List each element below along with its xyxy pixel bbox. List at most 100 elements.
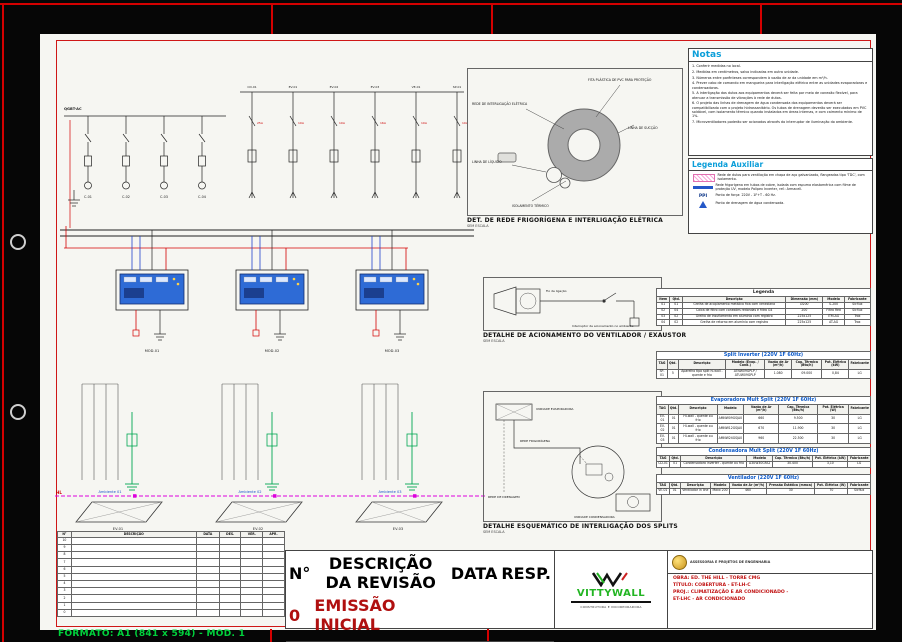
aux-legend-item: PPI Ponto de força: 220V - 1F+T - 60 Hz. xyxy=(693,193,868,198)
sheet-format-label: FORMATO: A1 (841 x 594) - MOD. 1 xyxy=(58,629,246,639)
distribution-linework xyxy=(240,91,464,199)
feeder-tag-label: VE-01 xyxy=(412,85,421,89)
column-header: Fabricante xyxy=(848,404,871,415)
frame-tick xyxy=(491,5,493,34)
note-item: 5. A interligação dos dutos aos equipame… xyxy=(692,91,858,100)
label-fio-ligacao: Fio de ligação xyxy=(546,289,567,293)
detail-fan-box: Fio de ligação Interruptor de acionament… xyxy=(483,277,662,331)
notes-panel: Notas 1. Conferir medidas no local.2. Me… xyxy=(688,48,873,156)
module-tag-label: MOD-01 xyxy=(145,349,160,353)
table-cell xyxy=(240,536,264,546)
evaporator-group: Ambiente 02 EV-02 xyxy=(215,383,303,531)
table-cell: 01 xyxy=(667,423,680,435)
frame-tick xyxy=(487,629,489,642)
cond-table-title: Condensadora Mult Split (220V 1F 60Hz) xyxy=(656,447,871,455)
table-cell xyxy=(500,595,552,635)
table-cell: 1 xyxy=(57,601,72,610)
codigo-line: ET-LHC - AR CONDICIONADO xyxy=(673,596,746,602)
controller-module: MOD-03 xyxy=(355,230,429,353)
label-rede-eletrica: REDE DE INTERLIGAÇÃO ELÉTRICA xyxy=(472,101,528,106)
label-rede-drenagem: REDE DE DRENAGEM xyxy=(488,495,520,499)
table-cell xyxy=(218,587,242,596)
table-cell: Trox xyxy=(843,319,872,327)
table-cell xyxy=(262,558,285,567)
table-cell: 670 xyxy=(743,423,780,435)
feeder-tag-label: SP-01 xyxy=(453,85,462,89)
projeto-line: PROJ.: CLIMATIZAÇÃO E AR CONDICIONADO - xyxy=(673,589,789,595)
module-tag-label: MOD-03 xyxy=(385,349,400,353)
table-cell xyxy=(70,558,197,567)
table-cell xyxy=(262,608,285,617)
column-header: RESP. xyxy=(501,563,551,583)
column-header: Fabricante xyxy=(848,359,871,370)
table-cell: 4 xyxy=(57,579,72,589)
table-cell xyxy=(195,565,220,574)
table-cell xyxy=(218,579,242,589)
table-cell xyxy=(240,572,264,581)
caption-text: DETALHE ESQUEMÁTICO DE INTERLIGAÇÃO DOS … xyxy=(483,523,678,530)
frame-tick xyxy=(760,5,762,34)
column-header: TAG xyxy=(655,359,669,370)
table-cell xyxy=(313,637,447,639)
hl-label: HL xyxy=(56,490,62,495)
table-cell xyxy=(195,572,220,581)
table-cell: Maxx 200 xyxy=(710,487,730,495)
table-cell xyxy=(240,608,264,617)
table-cell: 30 xyxy=(816,423,850,435)
table-cell: 3 xyxy=(57,587,72,596)
table-cell xyxy=(218,572,242,581)
registration-mark xyxy=(10,234,26,250)
table-cell: 460 xyxy=(728,487,768,495)
table-cell: 30 xyxy=(816,413,850,425)
table-cell xyxy=(195,594,220,603)
table-cell xyxy=(195,579,220,589)
table-cell: CD-01 xyxy=(655,460,671,468)
aux-legend-body: Rede de dutos para ventilação em chapa d… xyxy=(689,171,872,211)
feeder-tag-label: EV-03 xyxy=(371,85,380,89)
note-item: 7. Microventiladores poderão ser acionad… xyxy=(692,119,854,124)
table-cell xyxy=(450,637,498,639)
table-cell: Hi-wall - quente ou frio xyxy=(678,423,718,435)
table-cell xyxy=(262,594,285,603)
table-cell xyxy=(262,572,285,581)
table-cell: 01 xyxy=(669,460,682,468)
table-row: 2 xyxy=(57,594,285,603)
table-cell: 3,10 xyxy=(812,460,849,468)
table-cell: 10 xyxy=(57,536,72,546)
table-cell xyxy=(240,587,264,596)
evaporator-tag-label: EV-02 xyxy=(253,527,263,531)
table-cell xyxy=(262,587,285,596)
table-cell xyxy=(195,608,220,617)
table-row: 10 xyxy=(57,536,285,546)
schematic-evaporator-risers: Ambiente 01 EV-01 Ambiente 02 EV-02 Ambi… xyxy=(55,383,485,531)
column-header: Cap. Térmica (Btu/h) xyxy=(778,404,818,415)
table-row: 3 xyxy=(57,587,285,596)
table-cell: ATNW09GPLP / ATUW09GPLP xyxy=(725,368,766,380)
notes-title: Notas xyxy=(689,49,872,62)
detail-splits-box: UNIDADE EVAPORADORA REDE FRIGORÍGENA RED… xyxy=(483,391,662,522)
table-cell: 30 xyxy=(766,487,816,495)
label-interruptor: Interruptor de acionamento no ambiente xyxy=(572,324,634,328)
schematic-panel-oneline: QGBT-AC C-01 C-02 C-03 C-04 xyxy=(64,107,226,228)
note-item: 3. Números entre parênteses correspondem… xyxy=(692,75,828,80)
label-linha-liquido: LINHA DE LÍQUIDO xyxy=(472,159,502,164)
table-cell xyxy=(70,601,197,610)
amp-label: 10A xyxy=(462,121,469,125)
table-cell xyxy=(262,536,285,546)
aux-item-text: Ponto de força: 220V - 1F+T - 60 Hz. xyxy=(715,193,776,198)
table-row: 6 xyxy=(57,565,285,574)
table-cell xyxy=(240,579,264,589)
